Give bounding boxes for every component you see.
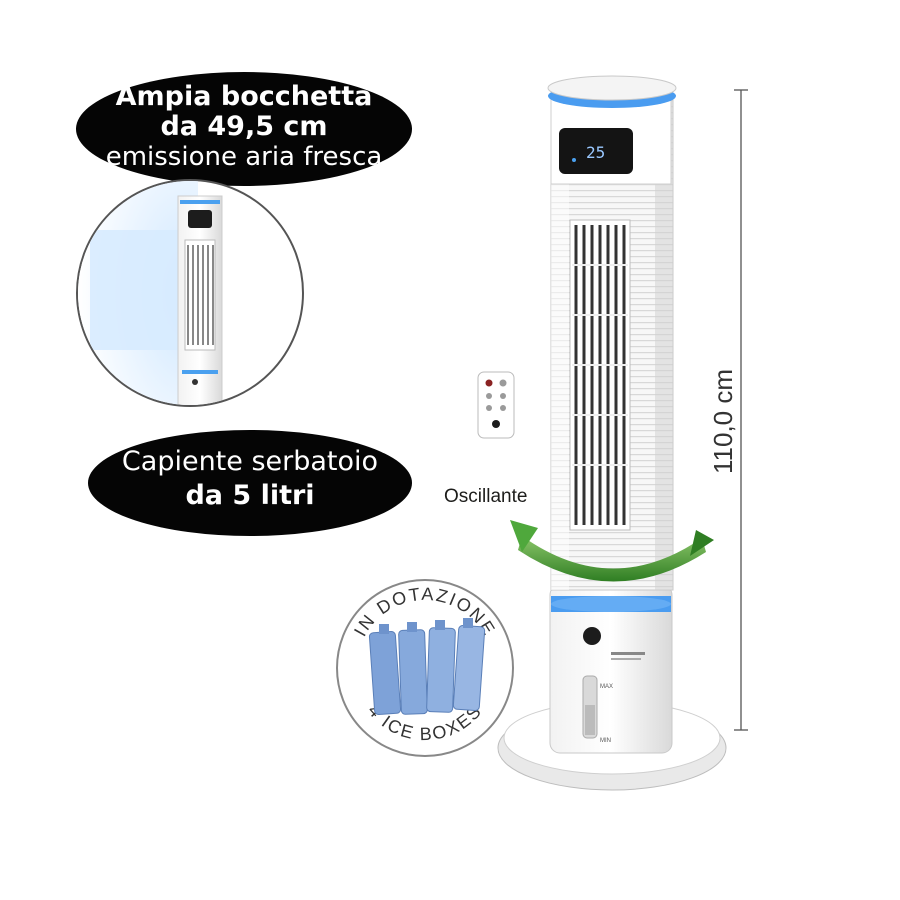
callout-outlet-line1: Ampia bocchetta [115, 81, 373, 112]
ice-box-badge: IN DOTAZIONE 4 ICE BOXES [336, 579, 514, 757]
callout-outlet-line2: da 49,5 cm [160, 111, 328, 142]
ice-boxes [368, 618, 486, 716]
brand-logo-icon [583, 627, 601, 645]
callout-tank-line1: Capiente serbatoio [121, 446, 379, 477]
callout-outlet: Ampia bocchetta da 49,5 cm emissione ari… [76, 72, 412, 186]
control-display [559, 128, 633, 174]
ice-box-icon [368, 624, 402, 716]
callout-tank-line2: da 5 litri [185, 480, 315, 511]
svg-text:MIN: MIN [600, 738, 611, 744]
callout-tank: Capiente serbatoio da 5 litri [88, 430, 412, 536]
display-readout: 25 [586, 143, 605, 162]
height-dimension-line [734, 89, 748, 731]
height-label: 110,0 cm [708, 368, 738, 474]
svg-text:MAX: MAX [600, 684, 613, 690]
callout-outlet-line3: emissione aria fresca [105, 142, 383, 172]
zoom-circle [76, 179, 304, 407]
ice-box-icon [426, 620, 456, 713]
oscillation-arrow-icon [510, 520, 714, 582]
oscillation-label: Oscillante [444, 486, 528, 507]
ice-box-icon [398, 622, 428, 715]
tower-fan: MAX MIN 25 [497, 75, 727, 791]
remote-control [477, 371, 515, 439]
ice-box-icon [452, 618, 486, 712]
